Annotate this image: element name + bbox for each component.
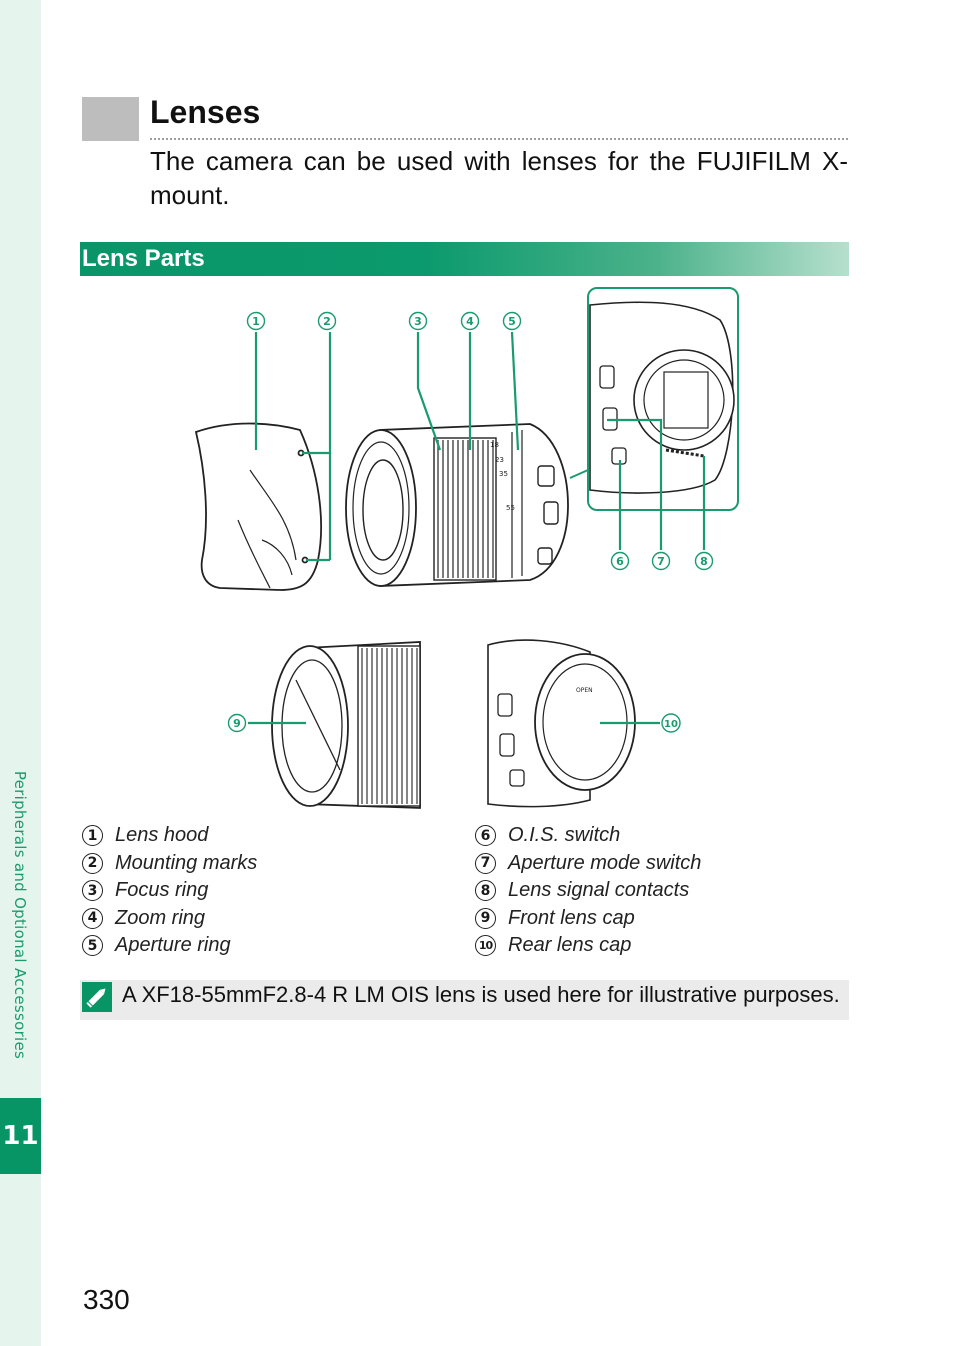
parts-list-left: 1 Lens hood 2 Mounting marks 3 Focus ring 4… <box>82 822 257 960</box>
list-item: 4 Zoom ring <box>82 905 257 933</box>
focal-mark-35: 35 <box>499 470 508 478</box>
part-number: 1 <box>82 825 103 847</box>
note-text: A XF18-55mmF2.8-4 R LM OIS lens is used … <box>122 982 840 1007</box>
callout-2: 2 <box>323 315 331 328</box>
list-item: 2 Mounting marks <box>82 850 257 878</box>
callout-4: 4 <box>466 315 474 328</box>
list-item: 5 Aperture ring <box>82 932 257 960</box>
part-number: 6 <box>475 825 496 847</box>
lens-hood-illustration <box>194 422 322 591</box>
chapter-tab[interactable]: 11 <box>0 1098 41 1174</box>
list-item: 7 Aperture mode switch <box>475 850 701 878</box>
lens-parts-figure: 55 35 23 18 OPEN <box>194 287 739 809</box>
focal-mark-18: 18 <box>490 441 499 449</box>
main-lens-illustration: 55 35 23 18 <box>345 423 569 587</box>
front-cap-illustration <box>271 641 421 809</box>
callout-9: 9 <box>233 717 241 730</box>
part-number: 2 <box>82 852 103 874</box>
part-number: 7 <box>475 852 496 874</box>
callout-7: 7 <box>657 555 665 568</box>
part-name: Focus ring <box>115 879 209 902</box>
callout-labels: 1 2 3 4 5 6 7 8 9 10 <box>227 311 714 733</box>
callout-10: 10 <box>664 719 678 730</box>
intro-paragraph: The camera can be used with lenses for t… <box>150 146 848 210</box>
part-name: Rear lens cap <box>508 934 632 957</box>
focal-mark-23: 23 <box>495 456 504 464</box>
callout-6: 6 <box>616 555 624 568</box>
part-number: 5 <box>82 935 103 957</box>
part-name: Mounting marks <box>115 851 258 874</box>
part-name: Aperture mode switch <box>508 851 702 874</box>
callout-8: 8 <box>700 555 708 568</box>
part-number: 9 <box>475 907 496 929</box>
part-number: 3 <box>82 880 103 902</box>
list-item: 1 Lens hood <box>82 822 257 850</box>
list-item: 8 Lens signal contacts <box>475 877 701 905</box>
title-marker <box>82 97 139 141</box>
list-item: 10 Rear lens cap <box>475 932 701 960</box>
part-number: 8 <box>475 880 496 902</box>
part-number: 4 <box>82 907 103 929</box>
part-name: Front lens cap <box>508 906 635 929</box>
section-header: Lens Parts <box>80 242 849 276</box>
part-name: Zoom ring <box>115 906 206 929</box>
rear-cap-open-mark: OPEN <box>576 687 593 694</box>
part-name: Lens signal contacts <box>508 879 690 902</box>
list-item: 9 Front lens cap <box>475 905 701 933</box>
callout-3: 3 <box>414 315 422 328</box>
callout-1: 1 <box>252 315 260 328</box>
part-name: Lens hood <box>115 824 209 847</box>
section-title: Lens Parts <box>82 245 205 272</box>
focal-mark-55: 55 <box>506 504 515 512</box>
leader-lines <box>248 331 706 725</box>
part-number: 10 <box>475 935 496 957</box>
part-name: O.I.S. switch <box>508 824 621 847</box>
parts-list-right: 6 O.I.S. switch 7 Aperture mode switch 8 Le… <box>475 822 701 960</box>
list-item: 3 Focus ring <box>82 877 257 905</box>
page-number: 330 <box>83 1284 130 1315</box>
title-divider <box>150 138 848 140</box>
rear-mount-closeup <box>569 287 739 511</box>
list-item: 6 O.I.S. switch <box>475 822 701 850</box>
page-title: Lenses <box>150 94 261 130</box>
rear-cap-illustration: OPEN <box>487 639 636 808</box>
part-name: Aperture ring <box>115 934 231 957</box>
callout-5: 5 <box>508 315 516 328</box>
note-pencil-icon <box>82 982 112 1012</box>
note-box: A XF18-55mmF2.8-4 R LM OIS lens is used … <box>80 980 849 1020</box>
